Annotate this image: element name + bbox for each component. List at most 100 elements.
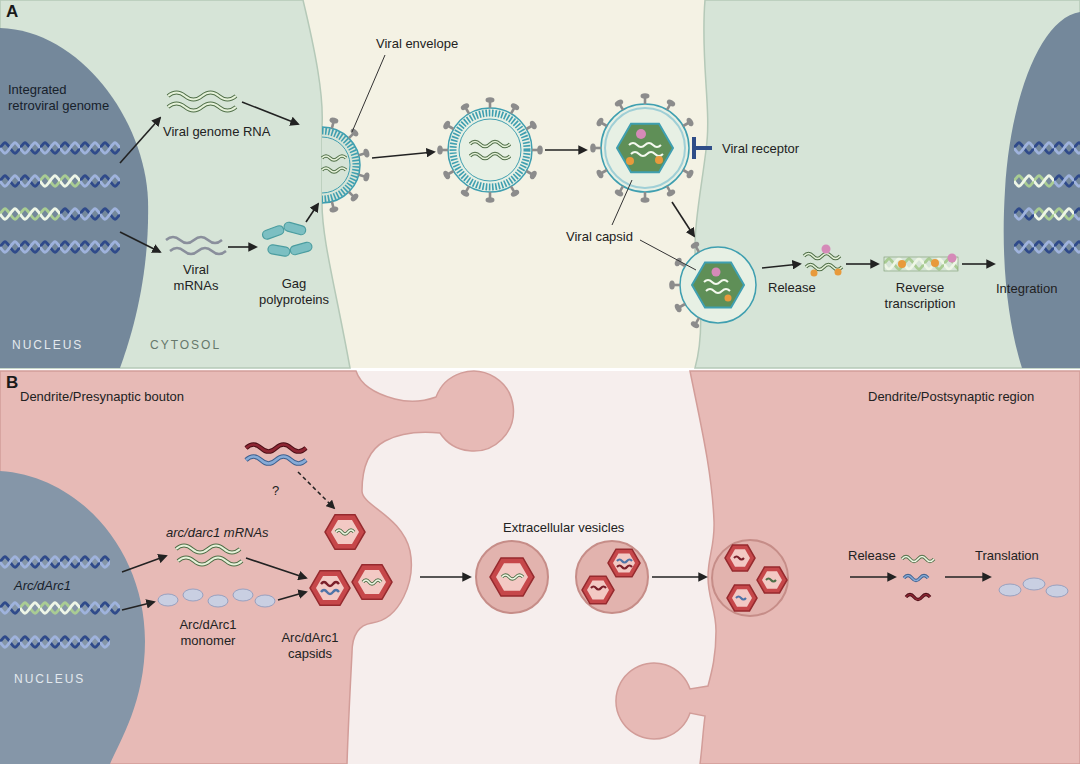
extracellular-vesicle	[496, 563, 528, 591]
gag-polyprotein	[261, 224, 285, 240]
gene-label: Arc/dArc1	[14, 578, 71, 594]
dna-helix	[0, 635, 110, 649]
cell-region-outline	[0, 371, 513, 764]
step-label: Translation	[975, 548, 1039, 564]
dna-helix	[0, 555, 120, 649]
arc-capsid	[336, 530, 354, 534]
dna-helix	[60, 207, 120, 221]
step-label-slot: Release	[848, 548, 896, 564]
molecule-label: Viral genome RNA	[163, 124, 270, 140]
mature-virion	[636, 129, 646, 139]
extracellular-vesicle	[613, 553, 635, 572]
arc-monomer	[999, 584, 1021, 596]
immature-virion	[486, 192, 495, 203]
immature-virion	[470, 142, 510, 147]
reverse-transcribed-dna	[898, 260, 906, 268]
structure-label-slot: Viral receptor	[722, 141, 799, 157]
process-arrow	[306, 204, 318, 222]
budding-particle	[322, 131, 356, 199]
fusing-virion	[690, 316, 703, 330]
genome-label: Integrated retroviral genome	[8, 82, 118, 114]
viral-mrna	[170, 248, 226, 254]
unknown-rna	[246, 445, 306, 452]
budding-particle	[327, 117, 370, 214]
mature-virion	[631, 152, 663, 156]
structure-label: Viral envelope	[376, 36, 458, 52]
dna-helix	[1014, 174, 1054, 188]
immature-virion	[459, 119, 521, 181]
arc-monomer	[999, 578, 1068, 597]
immature-virion	[448, 108, 532, 192]
released-rna	[904, 576, 928, 581]
mature-virion	[601, 104, 689, 192]
budding-particle	[322, 156, 346, 160]
gag-polyprotein	[283, 221, 307, 235]
fusing-virion	[704, 280, 728, 284]
arc-capsid	[316, 576, 344, 600]
mature-virion	[595, 166, 609, 179]
process-arrow	[122, 556, 166, 572]
dna-helix	[0, 207, 120, 221]
viral-genome-rna	[168, 93, 236, 111]
dna-helix	[1014, 207, 1080, 221]
process-arrow	[762, 264, 800, 268]
fusing-vesicle	[736, 597, 746, 600]
reverse-transcribed-dna	[884, 254, 958, 272]
arc-monomer	[1046, 585, 1068, 597]
reverse-transcribed-dna	[948, 254, 957, 263]
immature-virion	[437, 97, 543, 203]
process-arrow	[420, 576, 470, 578]
fusing-virion	[692, 262, 744, 307]
extracellular-vesicle	[617, 566, 632, 569]
released-genome	[806, 265, 842, 270]
arc-capsid	[310, 571, 350, 606]
arc-monomer	[208, 595, 228, 607]
process-arrow	[945, 576, 990, 578]
nucleus-shape-outline	[0, 28, 148, 368]
gag-polyprotein	[289, 241, 313, 255]
arc-mrna	[178, 558, 242, 565]
arc-monomer	[158, 594, 178, 606]
compartment-label-slot: NUCLEUS	[14, 671, 85, 687]
released-genome	[811, 270, 818, 277]
step-label-slot: Translation	[975, 548, 1039, 564]
budding-particle	[346, 189, 360, 203]
immature-virion	[437, 146, 448, 155]
unknown-rna	[246, 445, 306, 452]
mature-virion	[626, 157, 634, 165]
structure-label-slot: Arc/dArc1 capsids	[268, 630, 352, 662]
extracellular-vesicle	[617, 560, 632, 563]
dna-helix	[40, 174, 80, 188]
dna-helix	[0, 601, 120, 615]
fusing-virion	[725, 295, 732, 302]
immature-virion	[453, 113, 527, 187]
structure-label-slot: Viral envelope	[376, 36, 458, 52]
unknown-rna	[246, 457, 306, 464]
process-arrow	[122, 556, 990, 610]
unknown-rna	[246, 457, 306, 464]
dna-helix	[80, 601, 120, 615]
cell-region-outline	[600, 371, 1080, 764]
released-genome	[804, 254, 840, 259]
process-arrow	[278, 592, 306, 600]
structure-label-slot: Viral capsid	[566, 229, 633, 245]
arc-mrna	[178, 558, 242, 565]
step-label: Release	[848, 548, 896, 564]
step-label-slot: Reverse transcription	[872, 280, 968, 312]
mature-virion	[590, 93, 695, 203]
viral-genome-rna	[168, 93, 236, 100]
molecule-label: arc/darc1 mRNAs	[166, 525, 269, 541]
budding-particle	[322, 168, 346, 172]
arc-capsid	[331, 520, 359, 544]
immature-virion	[524, 167, 538, 180]
reverse-transcribed-dna	[884, 257, 958, 271]
leader-line	[352, 55, 696, 270]
process-arrow	[962, 263, 994, 265]
dna-helix	[1034, 207, 1074, 221]
molecule-label-slot: Gag polyproteins	[253, 276, 335, 308]
extracellular-vesicle	[476, 541, 548, 613]
arc-monomer	[158, 589, 275, 607]
region-heading: Dendrite/Presynaptic bouton	[20, 389, 184, 405]
arc-mrna	[176, 546, 242, 565]
recipient-cell	[1004, 12, 1080, 368]
